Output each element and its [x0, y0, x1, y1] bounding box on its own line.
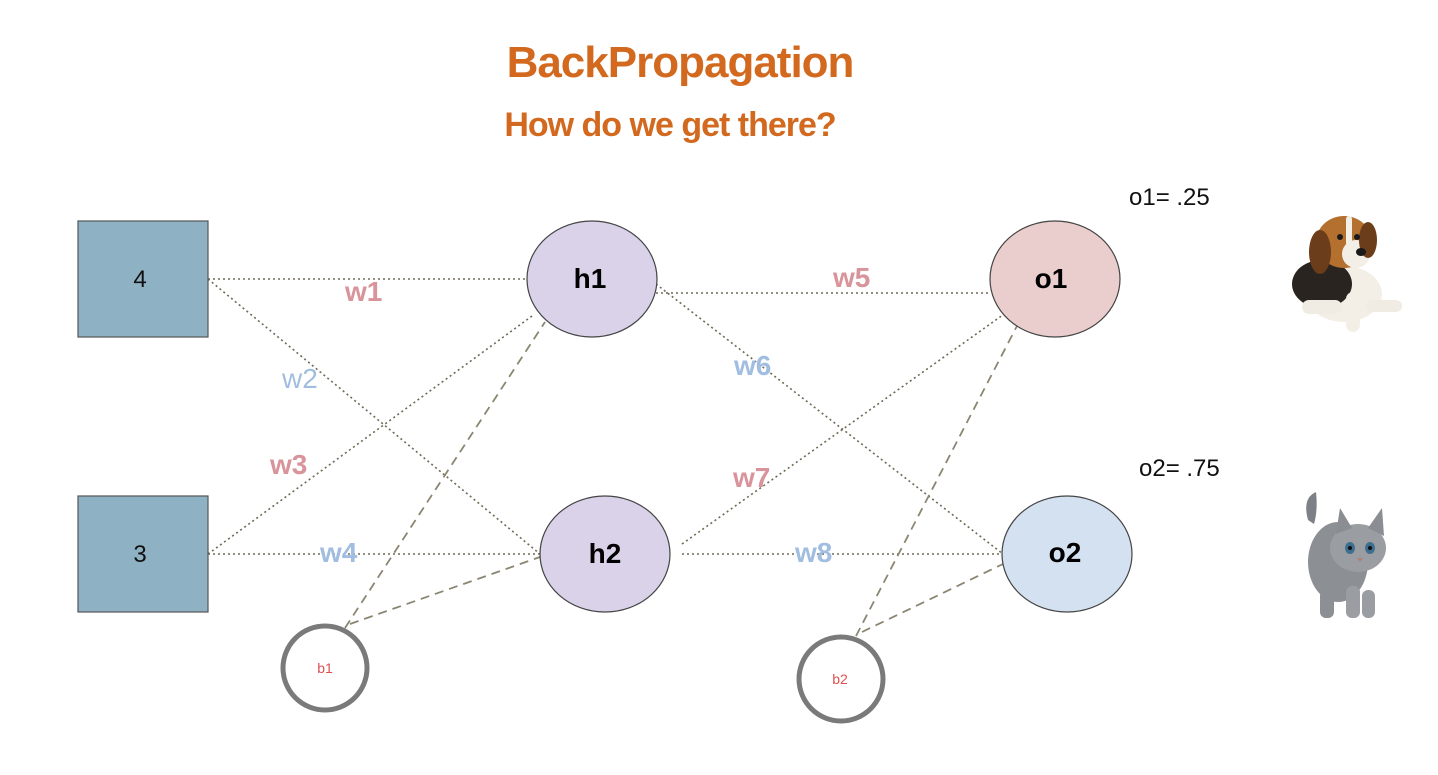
kitten-image	[1306, 492, 1386, 618]
output-node-o2-label: o2	[1049, 537, 1082, 568]
page-subtitle: How do we get there?	[504, 106, 836, 144]
puppy-image	[1292, 216, 1402, 332]
edge-b1-h2	[349, 556, 541, 625]
weight-label-w5: w5	[832, 262, 870, 293]
edge-b1-h1	[344, 321, 546, 629]
weight-label-w8: w8	[794, 537, 832, 568]
hidden-node-h1-label: h1	[574, 263, 607, 294]
weight-label-w1: w1	[344, 276, 382, 307]
page-title: BackPropagation	[506, 38, 855, 87]
edge-h1-o2	[655, 283, 1004, 555]
edge-b2-o2	[861, 563, 1004, 633]
output-value-o1: o1= .25	[1129, 184, 1210, 211]
output-node-o1-label: o1	[1035, 263, 1068, 294]
weight-label-w2: w2	[281, 363, 318, 394]
weight-label-w3: w3	[269, 449, 307, 480]
bias-node-b2	[796, 634, 886, 724]
edge-i2-h1	[207, 315, 533, 555]
hidden-node-h2-label: h2	[589, 538, 622, 569]
edge-b2-o1	[855, 323, 1019, 637]
hidden-node-h2	[539, 495, 671, 613]
output-node-o1	[989, 220, 1121, 338]
input-node-2-label: 3	[133, 541, 146, 568]
edge-h2-o1	[681, 311, 1008, 545]
bias-node-b2-label: b2	[832, 671, 848, 687]
weight-label-w7: w7	[732, 462, 770, 493]
output-value-o2: o2= .75	[1139, 455, 1220, 482]
input-node-2	[77, 495, 209, 613]
bias-node-b1	[280, 623, 370, 713]
hidden-node-h1	[526, 220, 658, 338]
weight-label-w4: w4	[319, 537, 358, 568]
input-node-1-label: 4	[133, 266, 146, 293]
input-node-1	[77, 220, 209, 338]
output-node-o2	[1001, 495, 1133, 613]
edge-i1-h2	[207, 278, 541, 555]
bias-node-b1-label: b1	[317, 660, 333, 676]
weight-label-w6: w6	[733, 350, 771, 381]
